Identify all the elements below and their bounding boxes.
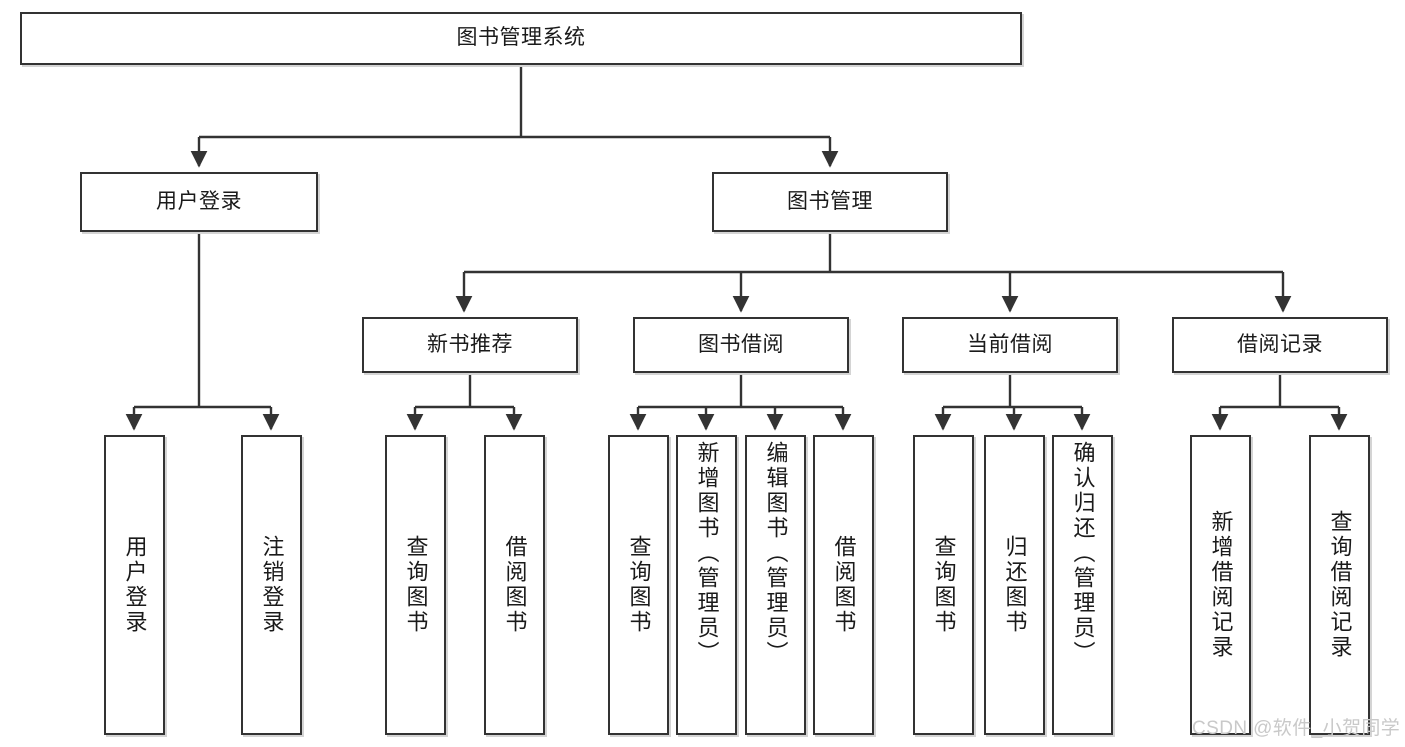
leaf-node-label: 查询图书 bbox=[626, 535, 652, 635]
node-root-label: 图书管理系统 bbox=[456, 26, 586, 50]
leaf-node-label: 确认归还（管理员） bbox=[1070, 441, 1096, 666]
node-user-login[interactable]: 用户登录 bbox=[80, 172, 318, 232]
node-current-borrow-label: 当前借阅 bbox=[967, 332, 1053, 356]
leaf-node-label: 查询图书 bbox=[931, 535, 957, 635]
leaf-node-label: 归还图书 bbox=[1002, 535, 1028, 635]
node-new-book-recommend-label: 新书推荐 bbox=[427, 332, 513, 356]
node-root[interactable]: 图书管理系统 bbox=[20, 12, 1022, 65]
leaf-node[interactable]: 查询图书 bbox=[913, 435, 974, 735]
node-new-book-recommend[interactable]: 新书推荐 bbox=[362, 317, 578, 373]
leaf-node[interactable]: 借阅图书 bbox=[813, 435, 874, 735]
leaf-node[interactable]: 确认归还（管理员） bbox=[1052, 435, 1113, 735]
node-current-borrow[interactable]: 当前借阅 bbox=[902, 317, 1118, 373]
leaf-node[interactable]: 查询图书 bbox=[608, 435, 669, 735]
node-book-management-label: 图书管理 bbox=[787, 189, 873, 213]
leaf-node-label: 借阅图书 bbox=[831, 535, 857, 635]
leaf-node[interactable]: 编辑图书（管理员） bbox=[745, 435, 806, 735]
leaf-node-label: 新增图书（管理员） bbox=[694, 441, 720, 666]
leaf-node[interactable]: 查询图书 bbox=[385, 435, 446, 735]
leaf-node-label: 借阅图书 bbox=[502, 535, 528, 635]
node-borrow-record-label: 借阅记录 bbox=[1237, 332, 1323, 356]
node-book-borrow[interactable]: 图书借阅 bbox=[633, 317, 849, 373]
node-book-borrow-label: 图书借阅 bbox=[698, 332, 784, 356]
node-borrow-record[interactable]: 借阅记录 bbox=[1172, 317, 1388, 373]
leaf-node[interactable]: 借阅图书 bbox=[484, 435, 545, 735]
leaf-node-label: 注销登录 bbox=[259, 535, 285, 635]
watermark: CSDN @软件_小贺同学 bbox=[1192, 718, 1401, 739]
leaf-node-label: 新增借阅记录 bbox=[1208, 510, 1234, 660]
leaf-node[interactable]: 注销登录 bbox=[241, 435, 302, 735]
leaf-node[interactable]: 用户登录 bbox=[104, 435, 165, 735]
leaf-node-label: 查询借阅记录 bbox=[1327, 510, 1353, 660]
leaf-node-label: 编辑图书（管理员） bbox=[763, 441, 789, 666]
leaf-node-label: 用户登录 bbox=[122, 535, 148, 635]
node-user-login-label: 用户登录 bbox=[156, 189, 242, 213]
leaf-node[interactable]: 新增借阅记录 bbox=[1190, 435, 1251, 735]
leaf-node[interactable]: 查询借阅记录 bbox=[1309, 435, 1370, 735]
leaf-node-label: 查询图书 bbox=[403, 535, 429, 635]
leaf-node[interactable]: 归还图书 bbox=[984, 435, 1045, 735]
node-book-management[interactable]: 图书管理 bbox=[712, 172, 948, 232]
leaf-node[interactable]: 新增图书（管理员） bbox=[676, 435, 737, 735]
